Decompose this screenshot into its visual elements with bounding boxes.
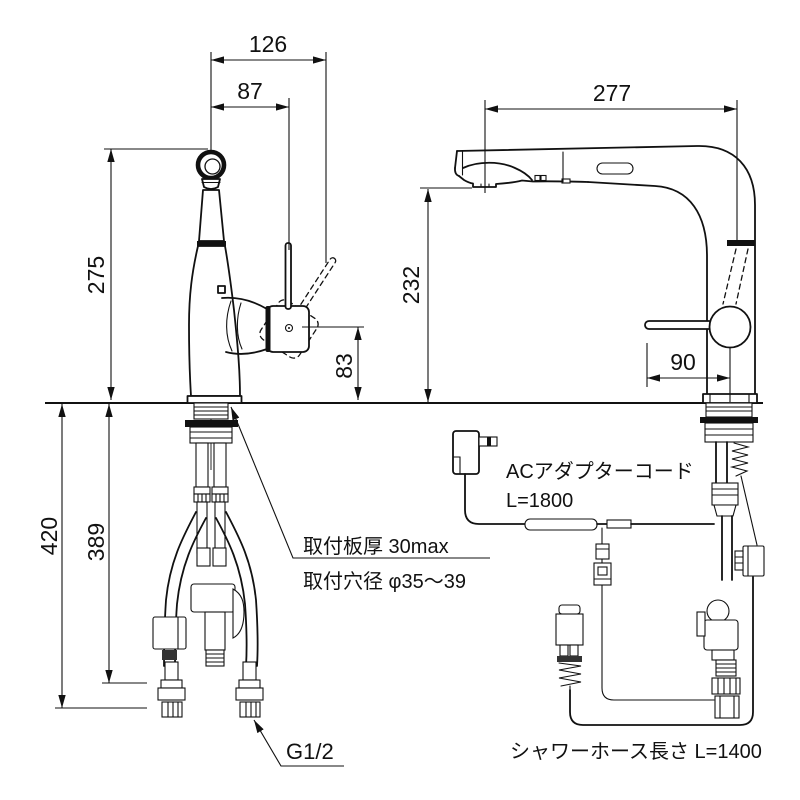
control-box [742, 545, 765, 577]
hose-weight-connector [555, 604, 584, 691]
callouts: 取付板厚 30max 取付穴径 φ35～39 G1/2 ACアダプターコード L… [230, 406, 762, 767]
hose-spring [729, 442, 751, 477]
dim-275-label: 275 [83, 256, 109, 294]
dim-90-label: 90 [670, 349, 696, 375]
dim-420-label: 420 [36, 517, 62, 555]
handle-rod [284, 242, 292, 310]
sensor-cable-loop [601, 584, 715, 701]
mounting-plate-note: 取付板厚 30max [303, 535, 449, 558]
ac-plug-body [452, 430, 480, 475]
side-view-undercounter [696, 402, 765, 719]
hose-connector [711, 482, 739, 506]
dim-232-label: 232 [398, 266, 424, 304]
dim-126-label: 126 [249, 31, 287, 57]
thread-note-leader [253, 719, 344, 767]
dim-277: 277 [484, 80, 738, 240]
dim-277-label: 277 [593, 80, 631, 106]
box-connector [734, 550, 744, 571]
ac-cord [464, 473, 526, 525]
diverter-valve [696, 599, 739, 661]
ac-adapter-length-note: L=1800 [506, 490, 573, 512]
body-clip [217, 285, 226, 294]
mounting-shank-side [700, 402, 758, 443]
sensor-ring-inner [204, 158, 221, 175]
dim-87: 87 [211, 78, 290, 250]
dim-90: 90 [646, 343, 731, 402]
dimensions: 126 87 275 83 420 389 [36, 31, 738, 709]
spout-top-edge [456, 145, 756, 395]
ac-adapter-note: ACアダプターコード [506, 460, 694, 483]
cable-to-box [740, 475, 758, 546]
dim-126: 126 [210, 31, 327, 263]
valve-block-band [265, 306, 271, 352]
dim-232: 232 [398, 187, 472, 402]
faucet-base-front [186, 395, 243, 404]
side-view-faucet [454, 145, 758, 404]
spout-band [197, 241, 226, 246]
spout-column [198, 189, 225, 242]
thread-size-note: G1/2 [286, 739, 334, 764]
dim-389: 389 [83, 404, 147, 684]
dim-83: 83 [302, 326, 364, 400]
hose-outlet-fittings [711, 659, 741, 719]
shower-hose-path [569, 576, 754, 726]
lever-block [162, 650, 177, 660]
cord-connector [606, 519, 632, 529]
spray-head [454, 150, 634, 188]
spout-slot [596, 162, 634, 175]
valve-unit-front [152, 547, 245, 667]
hanging-plug-chain [593, 527, 612, 586]
spout-neck [201, 178, 221, 190]
shower-hose-loop [555, 576, 754, 726]
front-view-undercounter [152, 402, 264, 718]
valve-cone [221, 296, 268, 355]
front-view-faucet [186, 149, 337, 470]
mounting-note-leader [230, 406, 490, 559]
inlet-fittings [157, 661, 264, 718]
cord-ferrite [524, 518, 598, 531]
dim-83-label: 83 [331, 353, 357, 379]
dim-420: 420 [36, 404, 147, 709]
mounting-hole-note: 取付穴径 φ35～39 [303, 570, 466, 593]
lever-handle [644, 320, 714, 330]
mounting-shank-front [185, 402, 238, 444]
handle-pivot [708, 305, 752, 349]
dim-389-label: 389 [83, 523, 109, 561]
body-band-side [727, 240, 755, 246]
dim-87-label: 87 [237, 78, 263, 104]
mounting-flange [185, 420, 238, 427]
spout-under-edge [587, 181, 708, 395]
internal-hose-dashed [722, 248, 737, 305]
faucet-body-front [188, 245, 241, 397]
ac-adapter [452, 430, 715, 586]
shower-hose-note: シャワーホース長さ L=1400 [510, 741, 762, 763]
dim-275: 275 [83, 148, 208, 400]
